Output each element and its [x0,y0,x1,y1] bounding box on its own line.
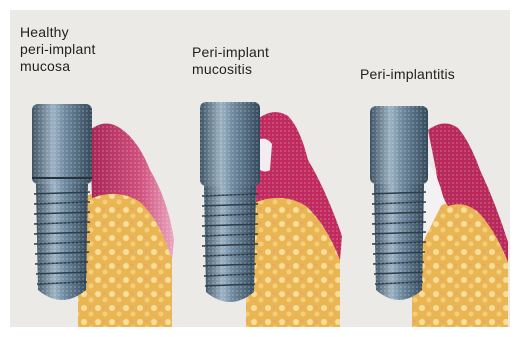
peri-implant-diagram: Healthy peri-implant mucosa [10,10,510,327]
implant-healthy-icon [10,10,180,327]
panel-mucositis: Peri-implant mucositis [180,10,348,327]
implant-mucositis-icon [180,10,348,327]
panel-peri-implantitis: Peri-implantitis [348,10,510,327]
implant-peri-implantitis-icon [348,10,510,327]
panel-healthy: Healthy peri-implant mucosa [10,10,180,327]
